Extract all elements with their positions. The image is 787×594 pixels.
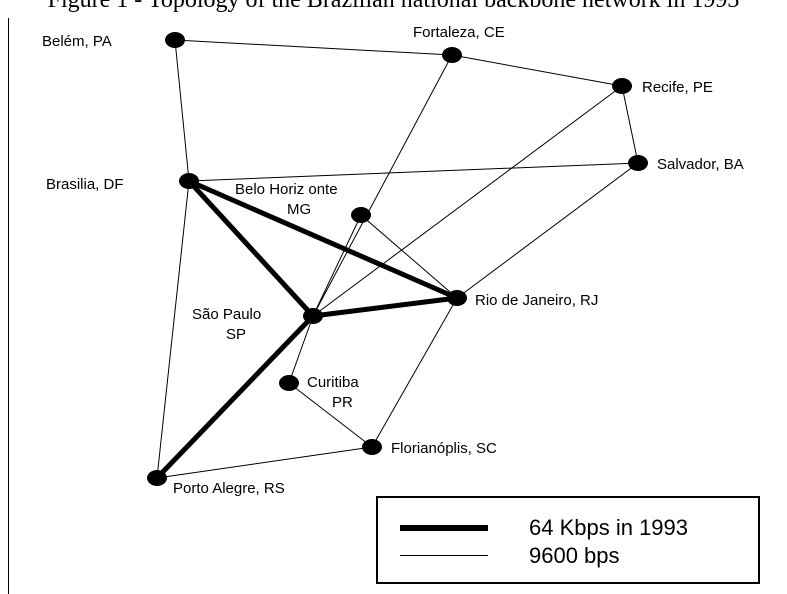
link-fortaleza-recife-9600bps [451,54,623,87]
nodes-layer [147,32,648,486]
link-sp-poa-64kbps [154,313,316,481]
node-label-sp: São Paulo [192,306,261,323]
node-label-poa: Porto Alegre, RS [173,480,285,497]
node-recife [612,78,632,94]
node-label-belem: Belém, PA [42,33,112,50]
node-label-brasilia: Brasilia, DF [46,176,124,193]
node-label-fortaleza: Fortaleza, CE [413,24,505,41]
legend-thick-line [400,525,488,531]
legend-thin-label: 9600 bps [529,543,620,568]
link-sp-rio-64kbps [310,295,460,319]
node-label-salvador: Salvador, BA [657,156,744,173]
link-salvador-rio-9600bps [456,162,639,299]
link-belem-brasilia-9600bps [174,39,190,182]
node-label-recife: Recife, PE [642,79,713,96]
link-brasilia-sp-64kbps [186,178,316,319]
node-poa [147,470,167,486]
legend-box: 64 Kbps in 1993 9600 bps [376,496,760,584]
labels-layer: Belém, PA Fortaleza, CE Recife, PE Salvador… [42,24,744,497]
node-salvador [628,155,648,171]
link-rio-floripa-9600bps [371,297,458,448]
link-bh-rio-9600bps [360,214,458,299]
frame-left-border [8,18,9,594]
link-brasilia-poa-9600bps [156,180,190,479]
node-label-floripa: Florianóplis, SC [391,440,497,457]
node-bh [351,207,371,223]
legend-thick-label: 64 Kbps in 1993 [529,515,689,540]
node-label-rio: Rio de Janeiro, RJ [475,292,598,309]
node-brasilia [179,173,199,189]
legend-thin-line [400,555,488,556]
node-label-sp-line2: SP [226,326,246,343]
link-brasilia-rio-64kbps [186,178,460,301]
figure-caption: Figure 1 - Topology of the Brazilian nat… [47,0,740,13]
node-sp [303,308,323,324]
legend-row-thin: 9600 bps [378,544,758,568]
node-rio [447,290,467,306]
link-bh-sp-9600bps [312,214,362,317]
link-floripa-poa-9600bps [156,446,373,479]
legend-row-thick: 64 Kbps in 1993 [378,516,758,540]
link-sp-curitiba-9600bps [288,315,314,384]
links-layer [154,39,639,481]
node-curitiba [279,375,299,391]
node-label-curitiba: Curitiba [307,374,359,391]
link-belem-fortaleza-9600bps [174,39,453,56]
link-recife-salvador-9600bps [621,85,639,164]
node-floripa [362,439,382,455]
node-label-curitiba-line2: PR [332,394,353,411]
link-recife-sp-9600bps [312,85,623,317]
link-brasilia-salvador-9600bps [188,162,639,182]
node-label-bh-line2: MG [287,201,311,218]
link-fortaleza-sp-9600bps [312,54,453,317]
node-belem [165,32,185,48]
node-fortaleza [442,47,462,63]
link-curitiba-floripa-9600bps [288,382,373,448]
node-label-bh: Belo Horiz onte [235,181,338,198]
